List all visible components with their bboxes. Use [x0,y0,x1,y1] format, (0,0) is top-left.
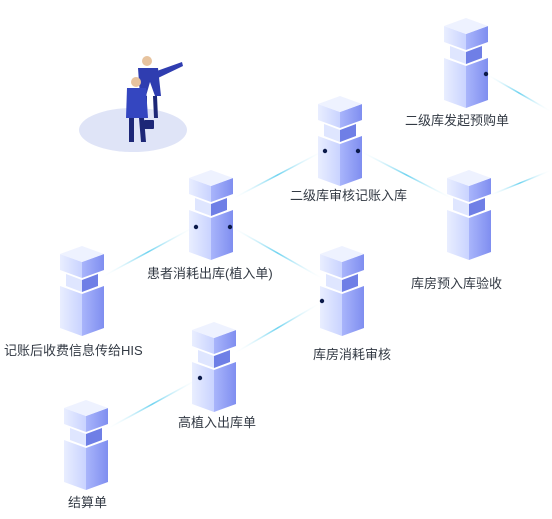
link-n8-n7 [104,377,201,431]
server-icon-n1 [444,18,488,108]
node-label-n8: 结算单 [68,495,108,510]
node-label-n3: 库房预入库验收 [411,276,503,291]
link-n2-n3 [357,149,456,201]
server-icon-n6 [320,246,364,336]
connector-lines [99,73,552,431]
node-label-n2: 二级库审核记账入库 [290,188,408,203]
link-n7-n6 [232,301,323,355]
link-n5-n4 [99,225,197,279]
node-label-n5: 记账后收费信息传给HIS [4,343,143,358]
node-label-n1: 二级库发起预购单 [405,113,510,128]
link-n4-n2 [229,149,326,201]
link-n3-edge [487,169,552,197]
server-icon-n2 [318,96,362,186]
server-icon-n4 [189,170,233,260]
connector-dots [193,71,489,381]
link-n4-n6 [229,225,326,281]
server-icon-n3 [447,170,491,260]
node-label-n7: 高植入出库单 [178,415,257,430]
server-icon-n7 [192,322,236,412]
business-people-illustration [79,56,187,152]
server-icon-n5 [60,246,104,336]
node-label-n4: 患者消耗出库(植入单) [147,266,273,281]
server-icon-n8 [64,400,108,490]
node-label-n6: 库房消耗审核 [313,347,392,362]
link-n1-edge [485,73,552,113]
